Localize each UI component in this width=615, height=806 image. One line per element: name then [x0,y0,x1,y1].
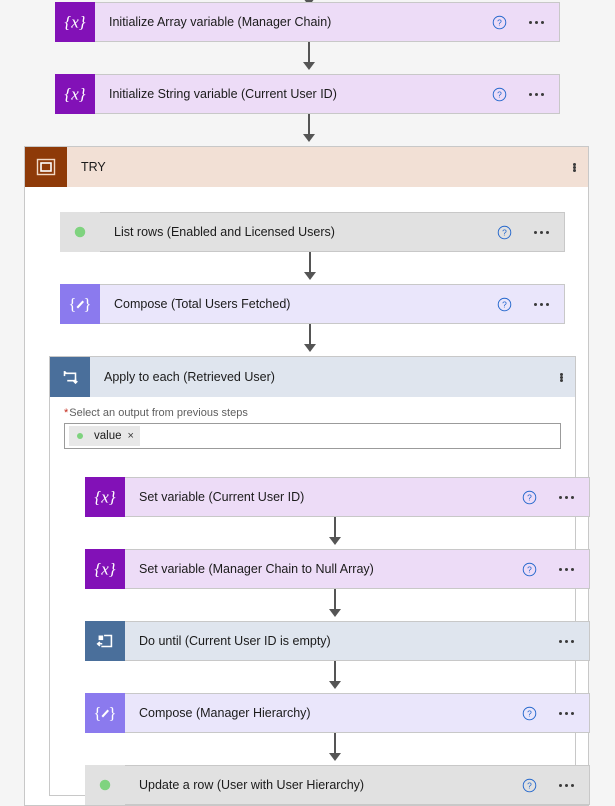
connector-line-7 [334,661,336,686]
help-circle-icon[interactable]: ? [492,15,507,30]
help-circle-icon[interactable]: ? [497,225,512,240]
action-title: List rows (Enabled and Licensed Users) [114,224,335,239]
connector-arrow-4 [304,344,316,352]
required-asterisk: * [64,407,69,419]
connector-line-3 [309,252,311,277]
scope-rectangle-icon [25,147,67,187]
action-title: Set variable (Current User ID) [139,489,305,504]
help-circle-icon[interactable]: ? [522,778,537,793]
connector-line-8 [334,733,336,758]
curly-braces-x-icon: {x} [85,549,125,589]
action-card-do-until[interactable]: Do until (Current User ID is empty) [85,621,590,661]
svg-text:{x}: {x} [94,560,115,579]
svg-text:{x}: {x} [64,85,85,104]
help-circle-icon[interactable]: ? [522,562,537,577]
more-ellipsis-icon[interactable] [526,302,556,306]
help-circle-icon[interactable]: ? [492,87,507,102]
select-output-input[interactable]: value × [64,423,561,449]
svg-text:?: ? [497,89,502,99]
scope-try[interactable]: TRY List rows (Enabled and Licensed User… [24,146,590,806]
action-card-set-variable-current-user-id[interactable]: {x} Set variable (Current User ID) ? [85,477,590,517]
connector-line-4 [309,324,311,349]
connector-line-2 [308,114,310,139]
close-icon[interactable]: × [127,429,134,442]
curly-braces-x-icon: {x} [55,2,95,42]
help-circle-icon[interactable]: ? [522,490,537,505]
svg-text:{: { [68,295,76,314]
action-card-compose-manager-hierarchy[interactable]: { } Compose (Manager Hierarchy) ? [85,693,590,733]
connector-arrow-1 [303,62,315,70]
action-title: Compose (Manager Hierarchy) [139,705,311,720]
dataverse-icon [73,429,87,443]
svg-text:?: ? [497,17,502,27]
svg-text:?: ? [502,299,507,309]
action-title: Do until (Current User ID is empty) [139,633,331,648]
dataverse-icon [60,212,100,252]
token-label: value [94,430,122,442]
connector-arrow-6 [329,609,341,617]
connector-line-1 [308,42,310,66]
loop-title: Apply to each (Retrieved User) [104,370,275,384]
svg-text:?: ? [527,564,532,574]
connector-line-6 [334,589,336,614]
curly-braces-x-icon: {x} [85,477,125,517]
scope-header[interactable]: TRY [25,147,588,187]
action-title: Compose (Total Users Fetched) [114,296,291,311]
curly-braces-pencil-icon: { } [85,693,125,733]
svg-text:?: ? [527,780,532,790]
curly-braces-pencil-icon: { } [60,284,100,324]
more-ellipsis-icon[interactable] [551,495,581,499]
connector-line-5 [334,517,336,542]
more-ellipsis-icon[interactable] [560,372,563,382]
action-title: Initialize String variable (Current User… [109,86,337,101]
connector-arrow-8 [329,753,341,761]
curly-braces-x-icon: {x} [55,74,95,114]
help-circle-icon[interactable]: ? [497,297,512,312]
action-title: Update a row (User with User Hierarchy) [139,777,365,792]
action-card-initialize-array-variable[interactable]: {x} Initialize Array variable (Manager C… [55,2,560,42]
svg-text:{x}: {x} [64,13,85,32]
loop-header[interactable]: Apply to each (Retrieved User) [50,357,575,397]
connector-arrow-5 [329,537,341,545]
more-ellipsis-icon[interactable] [551,567,581,571]
action-title: Initialize Array variable (Manager Chain… [109,14,332,29]
svg-text:?: ? [502,227,507,237]
action-card-initialize-string-variable[interactable]: {x} Initialize String variable (Current … [55,74,560,114]
more-ellipsis-icon[interactable] [551,711,581,715]
more-ellipsis-icon[interactable] [526,230,556,234]
svg-text:}: } [83,295,91,314]
field-label-text: Select an output from previous steps [69,407,248,419]
svg-text:?: ? [527,708,532,718]
connector-arrow-2 [303,134,315,142]
svg-text:{x}: {x} [94,488,115,507]
more-ellipsis-icon[interactable] [521,20,551,24]
more-ellipsis-icon[interactable] [521,92,551,96]
field-label-select-output: *Select an output from previous steps [64,407,561,419]
help-circle-icon[interactable]: ? [522,706,537,721]
loop-repeat-icon [50,357,90,397]
loop-apply-to-each[interactable]: Apply to each (Retrieved User) *Select a… [49,356,590,805]
svg-text:}: } [108,704,116,723]
action-card-set-variable-manager-chain[interactable]: {x} Set variable (Manager Chain to Null … [85,549,590,589]
dataverse-icon [85,765,125,805]
action-card-update-a-row[interactable]: Update a row (User with User Hierarchy) … [85,765,590,805]
more-ellipsis-icon[interactable] [573,162,576,172]
token-chip-value[interactable]: value × [69,426,140,446]
scope-title: TRY [81,160,106,174]
connector-arrow-7 [329,681,341,689]
action-card-list-rows[interactable]: List rows (Enabled and Licensed Users) ? [60,212,565,252]
action-card-compose-total-users[interactable]: { } Compose (Total Users Fetched) ? [60,284,565,324]
connector-arrow-3 [304,272,316,280]
action-title: Set variable (Manager Chain to Null Arra… [139,561,374,576]
loop-body: *Select an output from previous steps va… [50,397,575,461]
svg-text:?: ? [527,492,532,502]
svg-text:{: { [93,704,101,723]
do-until-icon [85,621,125,661]
more-ellipsis-icon[interactable] [551,783,581,787]
more-ellipsis-icon[interactable] [551,639,581,643]
